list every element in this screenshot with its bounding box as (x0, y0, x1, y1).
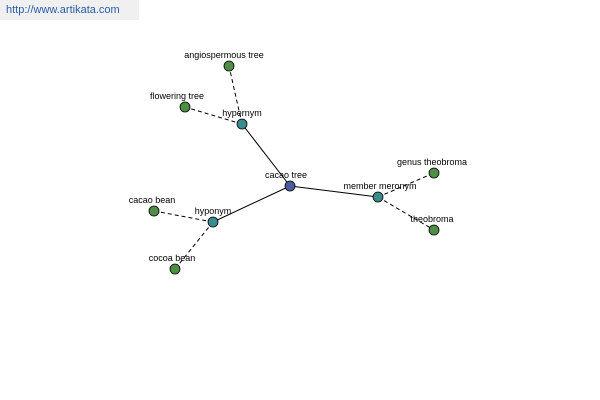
node-label-cacao-tree[interactable]: cacao tree (265, 170, 307, 180)
edge-member-meronym-to-genus-theobroma (377, 172, 435, 198)
edge-hyponym-to-cocoa-bean (174, 221, 214, 270)
node-label-theobroma[interactable]: theobroma (410, 214, 453, 224)
edge-hypernym-to-flowering-tree (184, 106, 243, 125)
edge-cacao-tree-to-hypernym (241, 123, 291, 187)
node-label-flowering-tree[interactable]: flowering tree (150, 91, 204, 101)
node-label-member-meronym[interactable]: member meronym (343, 181, 416, 191)
node-label-genus-theobroma[interactable]: genus theobroma (397, 157, 467, 167)
edge-cacao-tree-to-member-meronym (289, 185, 379, 198)
node-label-hypernym[interactable]: hypernym (222, 108, 262, 118)
node-genus-theobroma[interactable] (428, 167, 440, 179)
node-cacao-bean[interactable] (148, 205, 160, 217)
source-url[interactable]: http://www.artikata.com (0, 0, 139, 20)
node-label-angiospermous-tree[interactable]: angiospermous tree (184, 50, 264, 60)
edge-cacao-tree-to-hyponym (212, 185, 291, 223)
node-angiospermous-tree[interactable] (223, 60, 235, 72)
node-hyponym[interactable] (207, 216, 219, 228)
node-cacao-tree[interactable] (284, 180, 296, 192)
node-cocoa-bean[interactable] (169, 263, 181, 275)
node-theobroma[interactable] (428, 224, 440, 236)
node-flowering-tree[interactable] (179, 101, 191, 113)
node-label-cacao-bean[interactable]: cacao bean (129, 195, 176, 205)
node-member-meronym[interactable] (372, 191, 384, 203)
graph-edges (153, 65, 435, 270)
node-label-cocoa-bean[interactable]: cocoa bean (149, 253, 196, 263)
edge-hypernym-to-angiospermous-tree (228, 65, 243, 125)
graph-labels: cacao tree hypernym hyponym member meronym a… (129, 50, 467, 263)
edge-hyponym-to-cacao-bean (153, 210, 214, 223)
node-label-hyponym[interactable]: hyponym (195, 206, 232, 216)
edge-member-meronym-to-theobroma (377, 196, 435, 231)
node-hypernym[interactable] (236, 118, 248, 130)
graph-nodes (148, 60, 440, 275)
